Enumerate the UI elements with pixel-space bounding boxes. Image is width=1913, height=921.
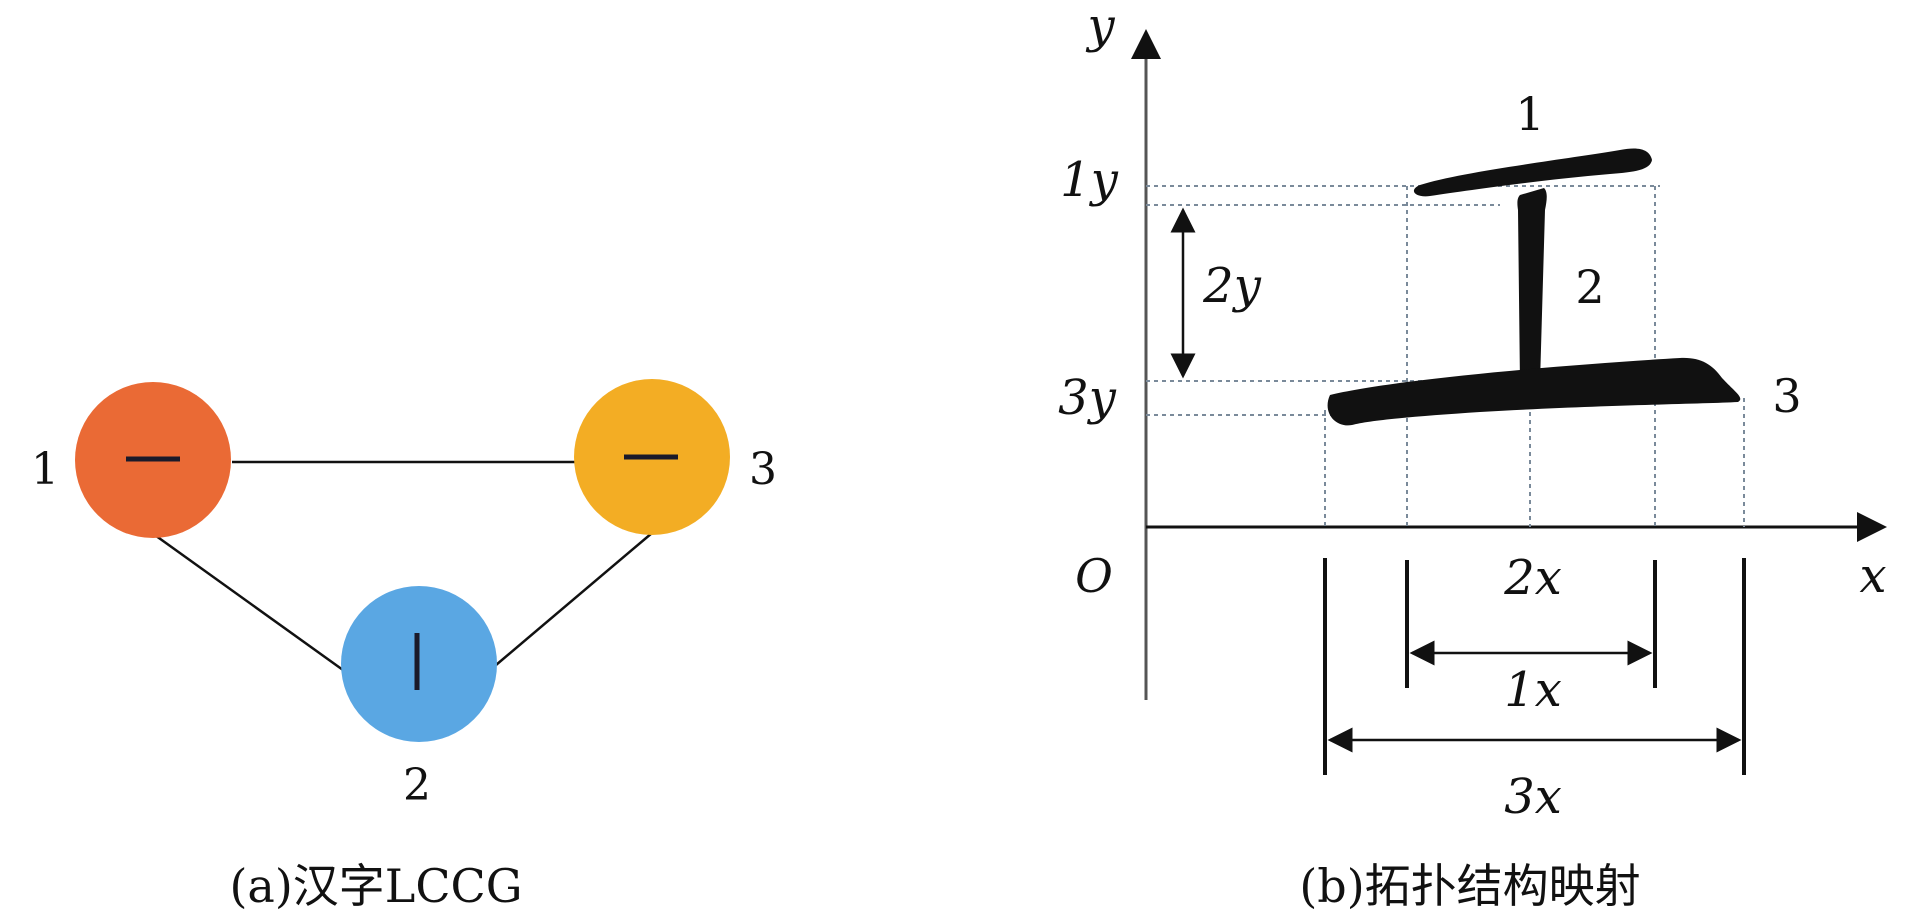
- node-1-label: 1: [31, 444, 59, 495]
- panel-b-mapping: y x O 1 2 3 1y 2y 3y: [1058, 0, 1887, 913]
- edge-2-3: [495, 532, 653, 666]
- horizontal-guides: [1146, 185, 1660, 416]
- stroke-label-2: 2: [1575, 260, 1604, 314]
- x-label-1x: 1x: [1504, 662, 1562, 718]
- y-axis-label: y: [1085, 0, 1115, 54]
- stroke-label-1: 1: [1515, 87, 1544, 141]
- node-3-label: 3: [749, 444, 777, 495]
- x-label-2x: 2x: [1503, 550, 1562, 606]
- character-gong-glyph: [1327, 148, 1741, 426]
- edge-1-2: [151, 531, 344, 672]
- vertical-guides: [1324, 186, 1745, 527]
- x-label-3x: 3x: [1504, 769, 1562, 825]
- panel-a-graph: 1 2 3 (a)汉字LCCG: [31, 379, 777, 913]
- stroke-2-vertical: [1517, 188, 1547, 384]
- stroke-label-3: 3: [1772, 369, 1801, 423]
- x-axis-label: x: [1859, 548, 1886, 604]
- x-dimension-bars: [1323, 558, 1746, 775]
- stroke-1-top-horizontal: [1413, 148, 1652, 197]
- y-label-1y: 1y: [1060, 152, 1119, 208]
- node-2-label: 2: [403, 760, 431, 811]
- stroke-3-bottom-horizontal: [1327, 357, 1741, 426]
- panel-a-caption: (a)汉字LCCG: [229, 859, 522, 913]
- y-label-2y: 2y: [1202, 258, 1262, 314]
- y-label-3y: 3y: [1058, 370, 1117, 426]
- panel-b-caption: (b)拓扑结构映射: [1299, 859, 1640, 913]
- origin-label: O: [1075, 549, 1113, 603]
